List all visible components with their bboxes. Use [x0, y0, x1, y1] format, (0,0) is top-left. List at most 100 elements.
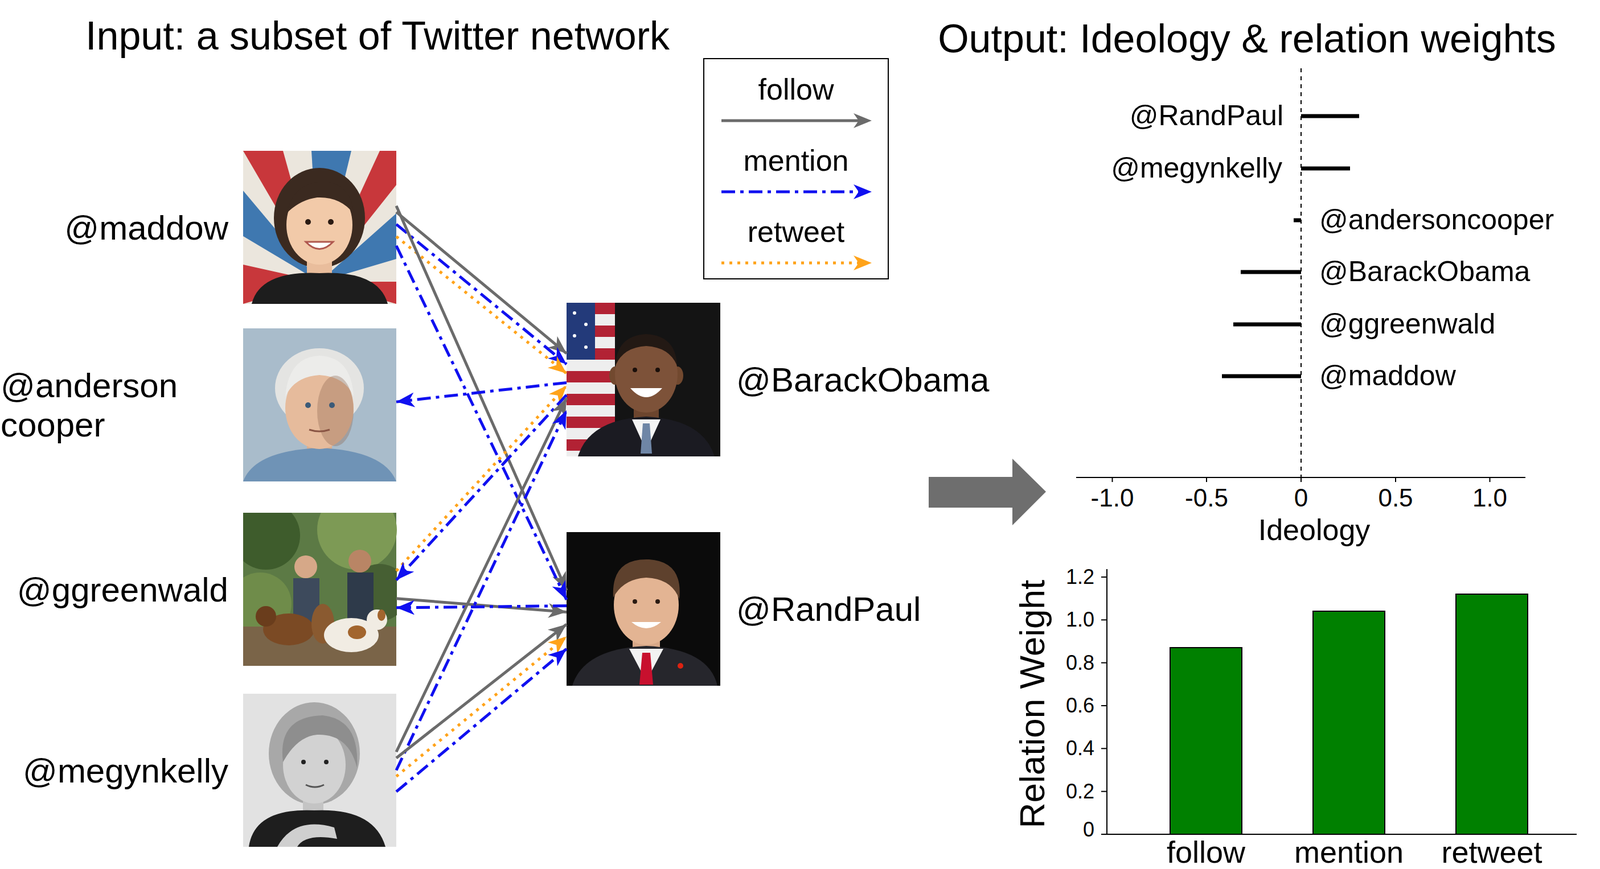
tie	[639, 653, 654, 685]
y-axis	[1106, 569, 1108, 835]
photo	[243, 328, 397, 482]
tick-mark	[1101, 576, 1107, 578]
photo-ground	[243, 694, 397, 848]
foliage	[243, 513, 301, 570]
panel-heading: Input: a subset of Twitter network	[85, 13, 670, 60]
tick-mark	[1101, 662, 1107, 664]
hair	[615, 334, 678, 366]
legend-box: followmentionretweet	[703, 58, 889, 280]
legend-line-sample	[721, 190, 860, 194]
eye	[632, 367, 638, 373]
panel-heading: Output: Ideology & relation weights	[937, 15, 1557, 63]
dashdot-arrow	[396, 649, 567, 793]
tick-mark	[1300, 477, 1302, 483]
eye	[305, 402, 311, 409]
profile-node: @megynkelly	[243, 694, 397, 848]
eye	[323, 760, 329, 765]
tick-label: 0.6	[1065, 694, 1095, 718]
legend-entry: follow	[704, 72, 888, 133]
hair	[268, 702, 360, 806]
flag-canton	[566, 302, 596, 360]
profile-node: @BarackObama	[566, 302, 721, 457]
flag-star	[572, 311, 577, 315]
weight-bar	[1455, 594, 1528, 835]
score-bar	[1240, 270, 1302, 275]
legend-text: follow	[704, 72, 888, 108]
eye	[655, 599, 660, 605]
score-bar	[1301, 166, 1351, 171]
lapel-pin	[677, 663, 684, 670]
eye	[329, 402, 335, 409]
legend-line	[704, 251, 888, 275]
photo-ground	[243, 150, 397, 305]
tick-label: 0.8	[1065, 651, 1095, 675]
flag-stripe	[566, 371, 615, 383]
tick-mark	[1101, 619, 1107, 621]
weight-bar	[1170, 647, 1242, 835]
flag-star	[584, 322, 588, 327]
flow-arrow	[928, 458, 1046, 526]
shoulders	[251, 273, 388, 305]
dashdot-arrow	[396, 224, 567, 365]
hair	[282, 715, 358, 769]
photo-ground	[243, 328, 397, 482]
flag-star	[584, 345, 588, 350]
tick-label: 1.0	[1472, 483, 1508, 514]
axis-title: Relation Weight	[1011, 580, 1053, 830]
tick-label: 1.0	[1065, 608, 1095, 633]
legend-line-sample	[721, 119, 860, 122]
tick-mark	[1395, 477, 1397, 483]
smile	[630, 388, 663, 398]
profile-node: @ggreenwald	[243, 513, 397, 667]
photo	[243, 694, 397, 848]
photo	[243, 513, 397, 667]
tick-mark	[1205, 477, 1208, 483]
profile-node: @RandPaul	[566, 532, 721, 687]
photo	[566, 302, 721, 457]
tick-mark	[1101, 748, 1107, 750]
legend-entry: mention	[704, 144, 888, 204]
dog-spot	[347, 625, 367, 640]
handle-label: @maddow	[64, 207, 229, 248]
account-label: @ggreenwald	[1319, 308, 1496, 342]
score-bar	[1293, 218, 1302, 223]
eye	[327, 219, 334, 225]
account-label: @maddow	[1319, 359, 1456, 393]
legend-text: mention	[704, 144, 888, 179]
tick-mark	[1101, 791, 1107, 793]
profile-node: @maddow	[243, 150, 397, 305]
axis-title: Ideology	[1258, 513, 1371, 548]
legend-line	[704, 109, 888, 133]
smile	[631, 622, 662, 629]
legend-arrowhead	[853, 255, 872, 271]
eye	[301, 760, 306, 765]
handle-label: @ggreenwald	[17, 569, 229, 610]
handle-label: @anderson cooper	[0, 366, 229, 445]
legend-line-sample	[721, 261, 860, 265]
y-ticks	[1101, 577, 1107, 835]
tick-label: 1.2	[1065, 565, 1095, 589]
photo-ground	[566, 302, 721, 457]
score-bar	[1301, 114, 1360, 119]
hair	[273, 167, 365, 269]
tick-mark	[1489, 477, 1491, 483]
profile-node: @anderson cooper	[243, 328, 397, 482]
tick-label: 0.4	[1065, 737, 1095, 761]
score-bar	[1233, 322, 1302, 327]
tick-label: -0.5	[1184, 483, 1229, 514]
legend-arrowhead	[853, 184, 872, 200]
dotted-arrow	[396, 637, 567, 778]
dog-head	[366, 609, 388, 631]
dashdot-arrow	[396, 410, 567, 771]
tie	[640, 423, 652, 454]
hair	[286, 182, 354, 214]
eye	[305, 219, 311, 225]
suit	[577, 416, 715, 457]
hair	[613, 559, 680, 600]
suit	[572, 646, 718, 687]
dashdot-arrow	[396, 382, 567, 402]
handle-label: @megynkelly	[22, 751, 229, 791]
photo-ground	[566, 532, 721, 687]
dashdot-arrow	[396, 245, 567, 601]
